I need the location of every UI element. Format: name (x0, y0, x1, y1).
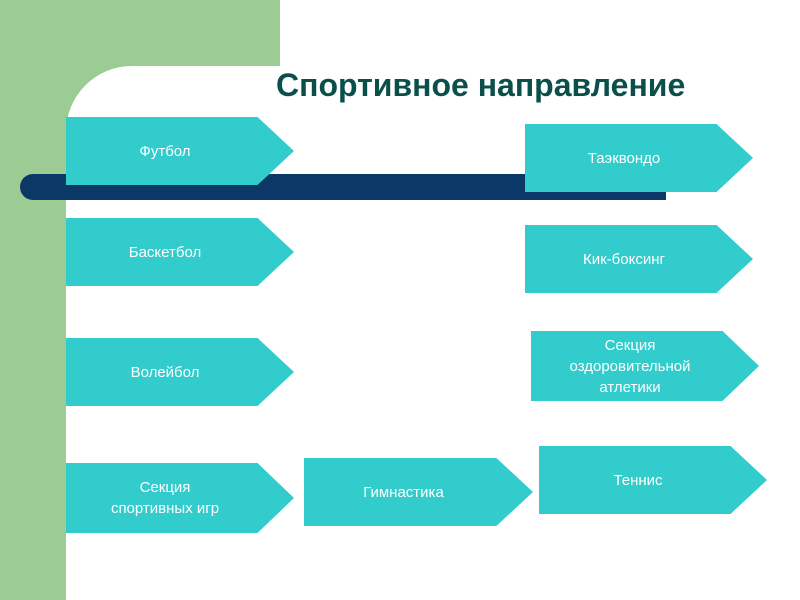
arrow-football-label: Футбол (139, 142, 191, 160)
arrow-tennis-label: Теннис (613, 471, 663, 489)
arrow-kickboxing-label: Кик-боксинг (583, 250, 665, 268)
arrow-basketball: Баскетбол (66, 218, 294, 286)
arrow-health-athletics-section-label: Секция оздоровительной атлетики (569, 336, 691, 396)
arrow-volleyball: Волейбол (66, 338, 294, 406)
arrow-taekwondo-label: Таэквондо (587, 149, 661, 167)
arrow-sport-games-section: Секция спортивных игр (66, 463, 294, 533)
arrow-kickboxing: Кик-боксинг (525, 225, 753, 293)
arrow-tennis: Теннис (539, 446, 767, 514)
slide-title: Спортивное направление (276, 67, 686, 103)
arrow-football: Футбол (66, 117, 294, 185)
arrow-taekwondo: Таэквондо (525, 124, 753, 192)
arrow-health-athletics-section: Секция оздоровительной атлетики (531, 331, 759, 401)
arrow-basketball-label: Баскетбол (128, 243, 202, 261)
arrow-gymnastics: Гимнастика (304, 458, 533, 526)
arrow-sport-games-section-label: Секция спортивных игр (110, 479, 220, 517)
arrow-volleyball-label: Волейбол (130, 363, 200, 381)
arrow-gymnastics-label: Гимнастика (363, 483, 444, 501)
